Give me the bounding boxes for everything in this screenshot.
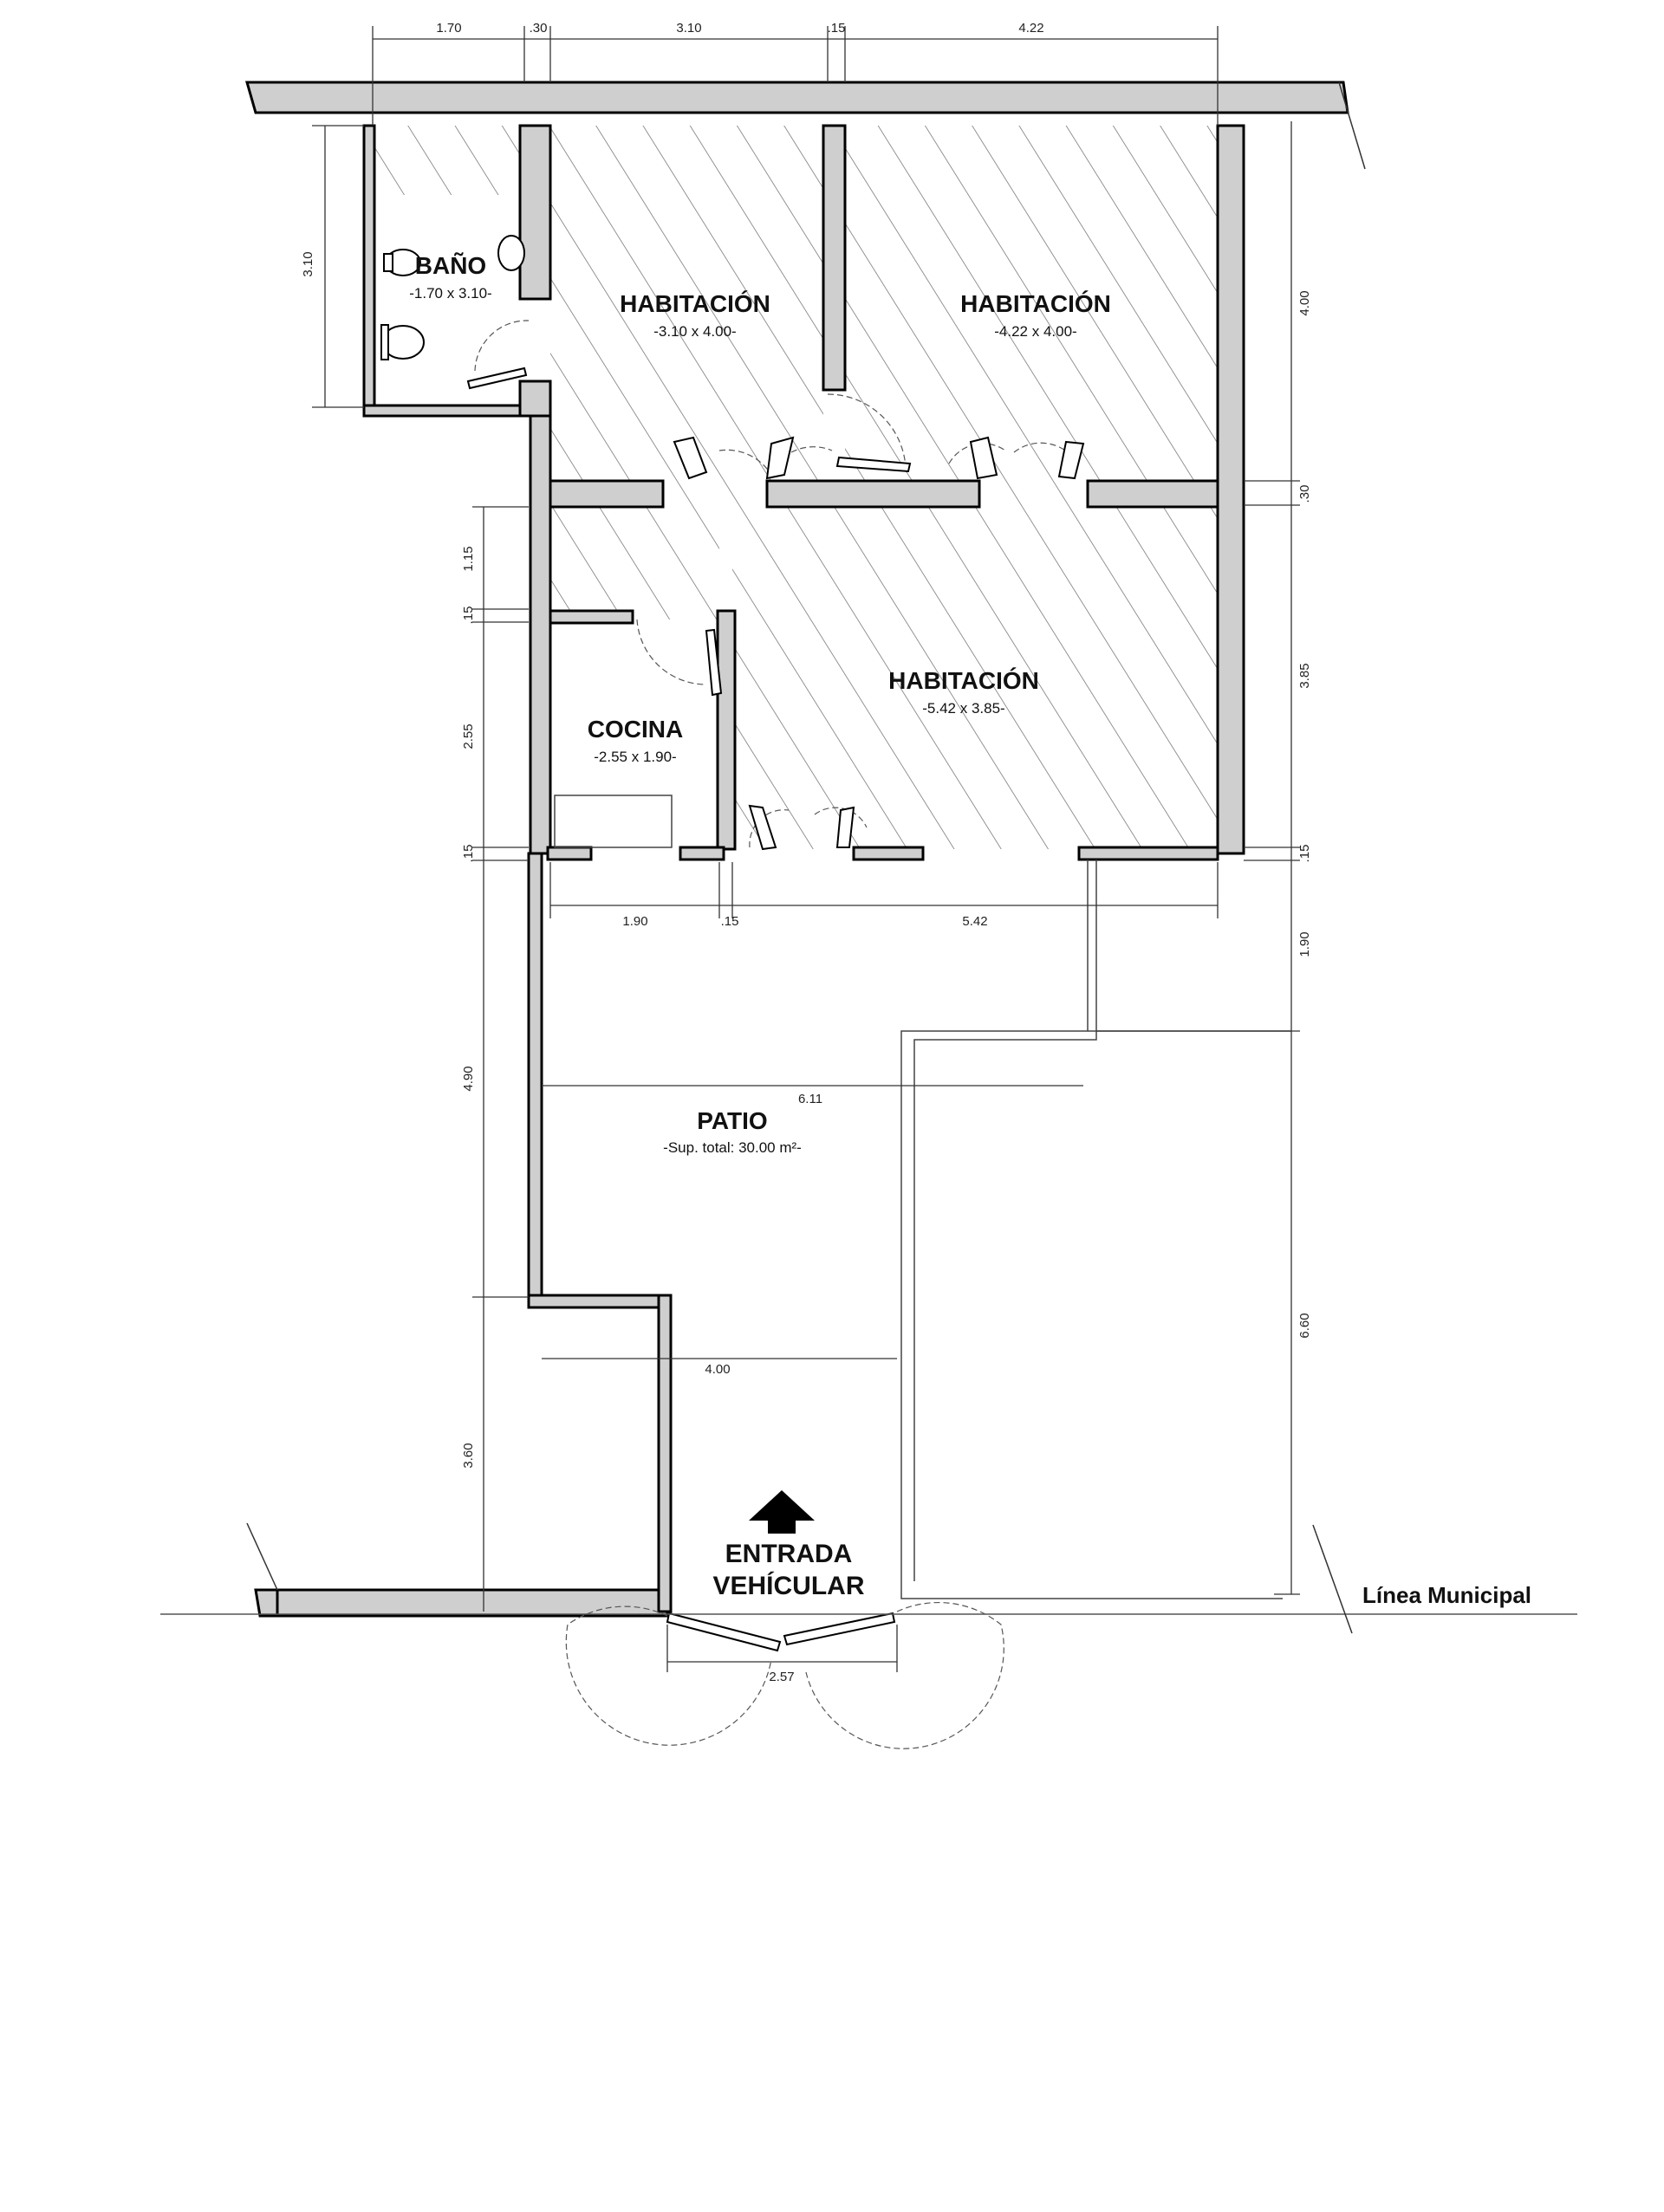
dim-top-4: .15 <box>828 21 846 36</box>
dim-patio-width: 6.11 <box>798 1092 822 1106</box>
dimension-lines <box>312 26 1300 1672</box>
dimension-labels: 1.70 .30 3.10 .15 4.22 3.10 4.00 .30 3.8… <box>301 21 1312 1684</box>
hab3-size: -5.42 x 3.85- <box>922 700 1004 717</box>
dim-top-2: .30 <box>530 21 548 36</box>
interior-walls <box>362 124 1245 1613</box>
dim-right-3: 3.85 <box>1297 663 1312 688</box>
dim-passage-width: 4.00 <box>705 1362 730 1377</box>
dim-left-bano: 3.10 <box>301 251 315 276</box>
dim-left-2: .15 <box>461 607 476 625</box>
dim-gate-width: 2.57 <box>769 1670 794 1684</box>
dim-right-6: 6.60 <box>1297 1313 1312 1338</box>
room-labels: BAÑO -1.70 x 3.10- HABITACIÓN -3.10 x 4.… <box>409 252 1531 1608</box>
linea-municipal-label: Línea Municipal <box>1362 1582 1531 1608</box>
hab1-name: HABITACIÓN <box>620 290 770 317</box>
doors <box>466 320 1085 1749</box>
patio-name: PATIO <box>697 1107 767 1134</box>
dim-left-4: .15 <box>461 845 476 863</box>
dim-right-4: .15 <box>1297 845 1312 863</box>
kitchen-counter <box>554 795 673 848</box>
patio-outline <box>900 860 1291 1599</box>
bathroom-fixtures <box>380 235 525 360</box>
bano-name: BAÑO <box>415 252 486 279</box>
dim-right-2: .30 <box>1297 485 1312 503</box>
hab2-name: HABITACIÓN <box>960 290 1111 317</box>
bedroom-hatching <box>364 126 1218 849</box>
entrance-line1: ENTRADA <box>725 1540 853 1568</box>
dim-below-2: .15 <box>721 914 739 929</box>
dim-top-3: 3.10 <box>676 21 701 36</box>
dim-left-1: 1.15 <box>461 546 476 571</box>
dim-below-1: 1.90 <box>622 914 647 929</box>
dim-left-3: 2.55 <box>461 723 476 749</box>
municipal-line <box>160 81 1577 1634</box>
entrance-arrow-icon <box>749 1490 815 1534</box>
dim-left-5: 4.90 <box>461 1066 476 1091</box>
patio-size: -Sup. total: 30.00 m²- <box>663 1139 802 1156</box>
dim-top-5: 4.22 <box>1018 21 1043 36</box>
dim-top-1: 1.70 <box>436 21 461 36</box>
bano-size: -1.70 x 3.10- <box>409 285 491 302</box>
cocina-size: -2.55 x 1.90- <box>594 749 676 765</box>
dim-left-6: 3.60 <box>461 1443 476 1468</box>
hab3-name: HABITACIÓN <box>888 667 1039 694</box>
hab2-size: -4.22 x 4.00- <box>994 323 1076 340</box>
dim-below-3: 5.42 <box>962 914 987 929</box>
hab1-size: -3.10 x 4.00- <box>653 323 736 340</box>
dim-right-5: 1.90 <box>1297 931 1312 957</box>
cocina-name: COCINA <box>588 716 683 743</box>
entrance-line2: VEHÍCULAR <box>712 1571 864 1600</box>
dim-right-1: 4.00 <box>1297 290 1312 315</box>
